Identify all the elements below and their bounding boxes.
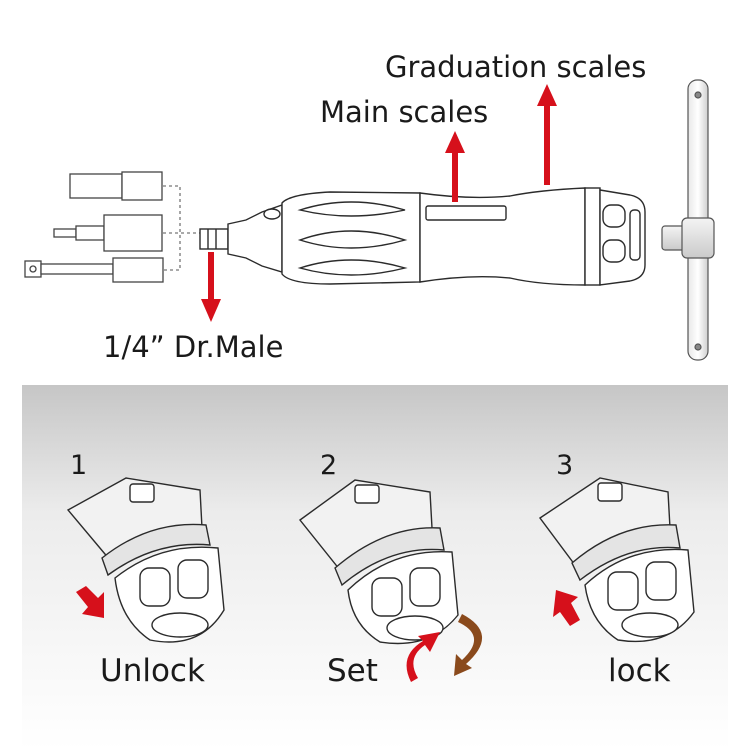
step-2-illustration [298,479,459,645]
socket-accessory [69,171,163,201]
drive-arrow [201,252,221,322]
step-2-number: 2 [320,450,338,481]
step-1-number: 1 [70,450,88,481]
step-1-action: Unlock [100,653,205,689]
extension-bar-accessory [24,257,164,283]
drive-size-label: 1/4” Dr.Male [103,330,284,364]
lock-arrow [553,590,580,626]
graduation-scale-arrow [537,84,557,185]
step-3-action: lock [608,653,671,689]
screwdriver-body [419,187,586,286]
accessory-guide-lines [163,185,200,271]
t-handle [661,79,715,361]
drive-square-tip [199,228,229,250]
step-3-number: 3 [556,450,574,481]
main-scales-label: Main scales [320,95,489,129]
step-3-illustration [538,477,695,643]
t-handle-block [681,217,715,259]
rotate-set-arrows [406,614,483,682]
torque-screwdriver [199,187,646,286]
rotate-arrow-brown [454,614,483,676]
bit-accessory [53,214,163,252]
graduation-scales-label: Graduation scales [385,50,647,84]
unlock-arrow [76,586,104,618]
adjust-collar [584,187,601,286]
accessories-group [24,171,200,283]
main-scale-arrow [445,131,465,202]
step-2-action: Set [327,653,378,689]
step-1-illustration [66,477,225,643]
main-scale-window [425,205,507,221]
rotate-arrow-red [406,632,440,682]
